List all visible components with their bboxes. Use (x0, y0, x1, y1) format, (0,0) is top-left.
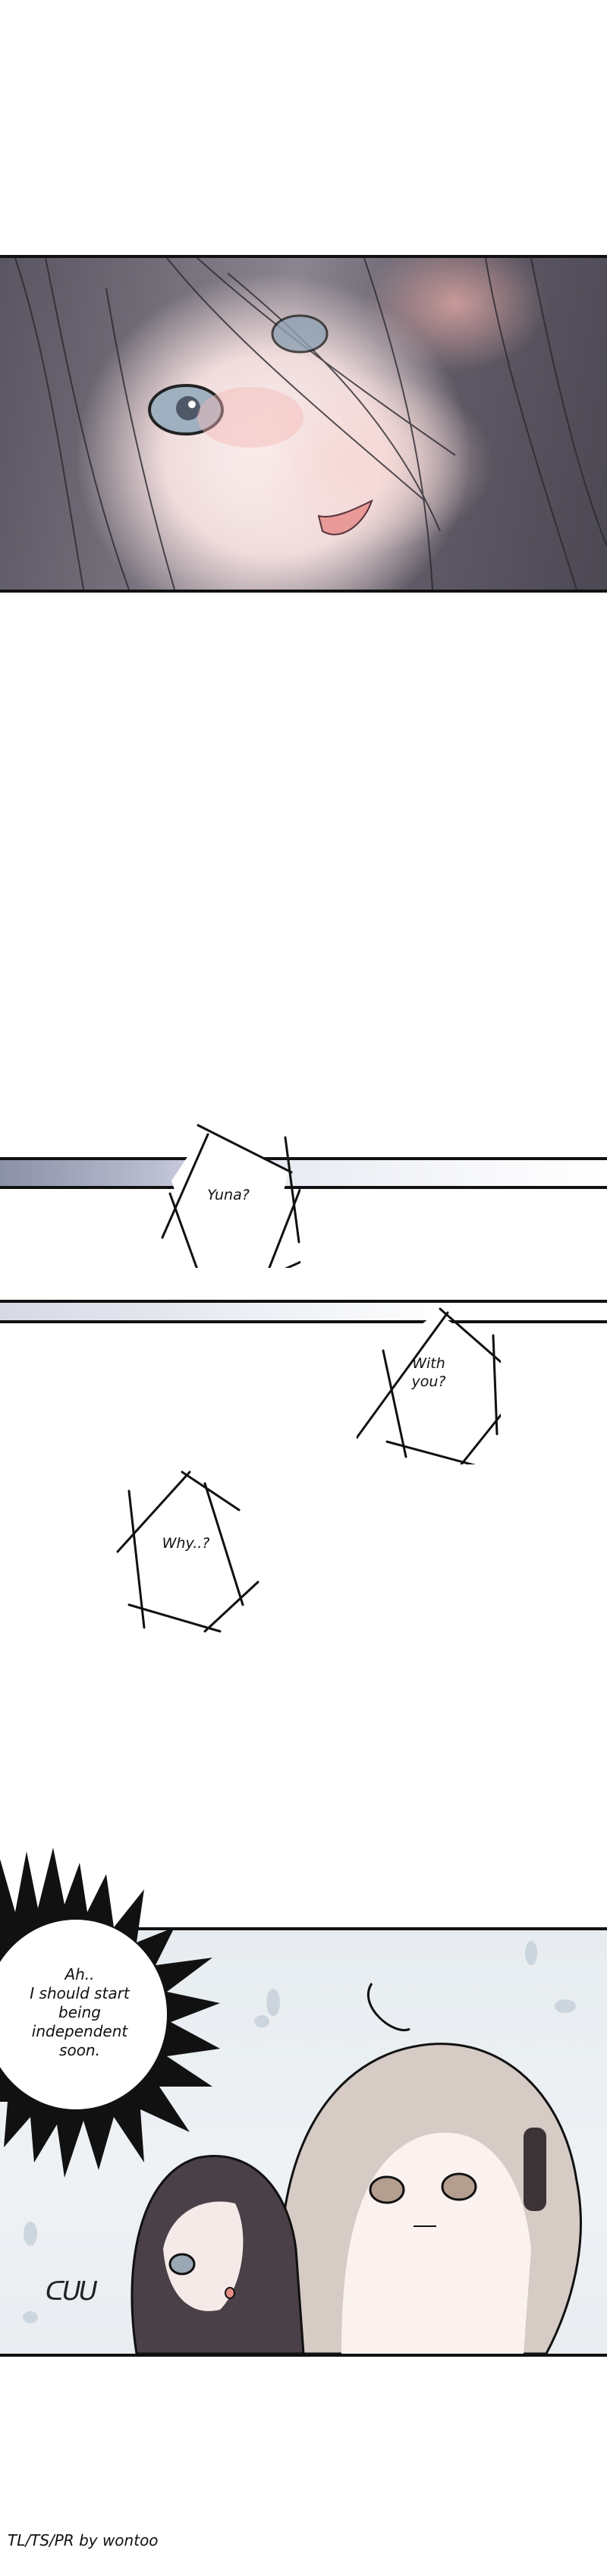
thought-text: Ah.. I should start being independent so… (0, 1965, 159, 2060)
phone-call-art (23, 1941, 582, 2354)
transition-strip (0, 1300, 607, 1323)
speech-bubble-with-you: With you? (357, 1305, 501, 1464)
pentagon-bubble-outline (116, 1470, 259, 1633)
pentagon-bubble-outline (357, 1307, 501, 1464)
dialogue-text: Why..? (162, 1535, 210, 1552)
thought-line: I should start (30, 1984, 130, 2002)
panel-closeup-face (0, 255, 607, 593)
thought-line: soon. (59, 2041, 100, 2059)
pentagon-bubble-outline (161, 1124, 300, 1268)
dialogue-with-you: With you? (411, 1355, 446, 1390)
thought-burst-bubble (0, 1848, 220, 2178)
speech-bubble-yuna: Yuna? (156, 1124, 300, 1268)
translator-credit: TL/TS/PR by wontoo (8, 2531, 159, 2549)
thought-line: independent (31, 2022, 128, 2040)
dialogue-text: Yuna? (207, 1187, 250, 1204)
closeup-face-art (14, 258, 607, 590)
sound-effect: ᑕᑌᑌ (46, 2276, 98, 2307)
thought-line: being (58, 2003, 101, 2021)
dialogue-text: With you? (357, 1305, 501, 1442)
thought-line: Ah.. (64, 1965, 95, 1983)
transition-strip (0, 1157, 607, 1189)
speech-bubble-why: Why..? (114, 1468, 259, 1633)
